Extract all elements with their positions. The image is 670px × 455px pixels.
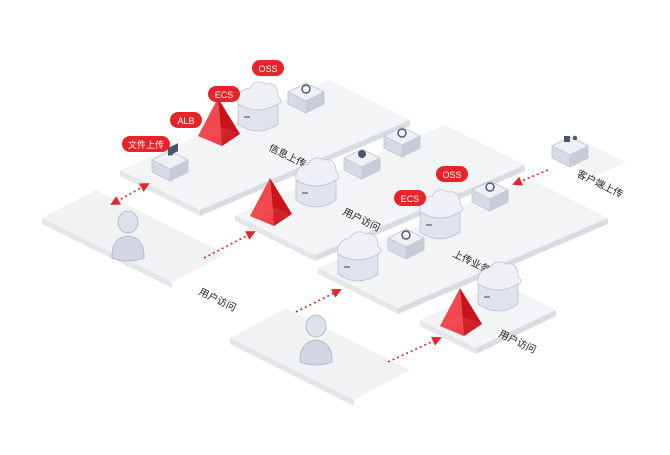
svg-text:ECS: ECS bbox=[215, 90, 234, 100]
badge-alb: ALB bbox=[170, 112, 202, 128]
svg-text:OSS: OSS bbox=[442, 170, 461, 180]
cloud-box-icon bbox=[383, 126, 421, 158]
people-box-icon bbox=[343, 148, 381, 180]
svg-text:文件上传: 文件上传 bbox=[128, 139, 164, 150]
connector-user-to-upload bbox=[110, 183, 150, 205]
badge-oss-top: OSS bbox=[252, 60, 284, 76]
badge-file-upload: 文件上传 bbox=[122, 136, 170, 152]
cloud-box-icon bbox=[287, 82, 325, 114]
server-cloud-icon bbox=[237, 81, 282, 132]
label-user-access-left: 用户访问 bbox=[197, 285, 239, 314]
connector-client-to-upload bbox=[512, 169, 549, 186]
svg-text:ALB: ALB bbox=[177, 116, 194, 126]
badge-ecs-right: ECS bbox=[394, 190, 426, 206]
cloud-box-icon bbox=[471, 180, 509, 212]
connector-user-to-business bbox=[295, 289, 342, 313]
cloud-box-icon bbox=[387, 228, 425, 260]
badge-ecs-top: ECS bbox=[208, 86, 240, 102]
document-box-icon bbox=[151, 143, 189, 182]
document-box-icon bbox=[551, 135, 589, 168]
connector-user-to-access-bottom bbox=[387, 336, 442, 363]
svg-text:ECS: ECS bbox=[401, 194, 420, 204]
badge-oss-right: OSS bbox=[436, 166, 468, 182]
connector-user-to-access bbox=[203, 231, 256, 259]
svg-text:OSS: OSS bbox=[258, 64, 277, 74]
platform-user-left bbox=[42, 190, 226, 288]
